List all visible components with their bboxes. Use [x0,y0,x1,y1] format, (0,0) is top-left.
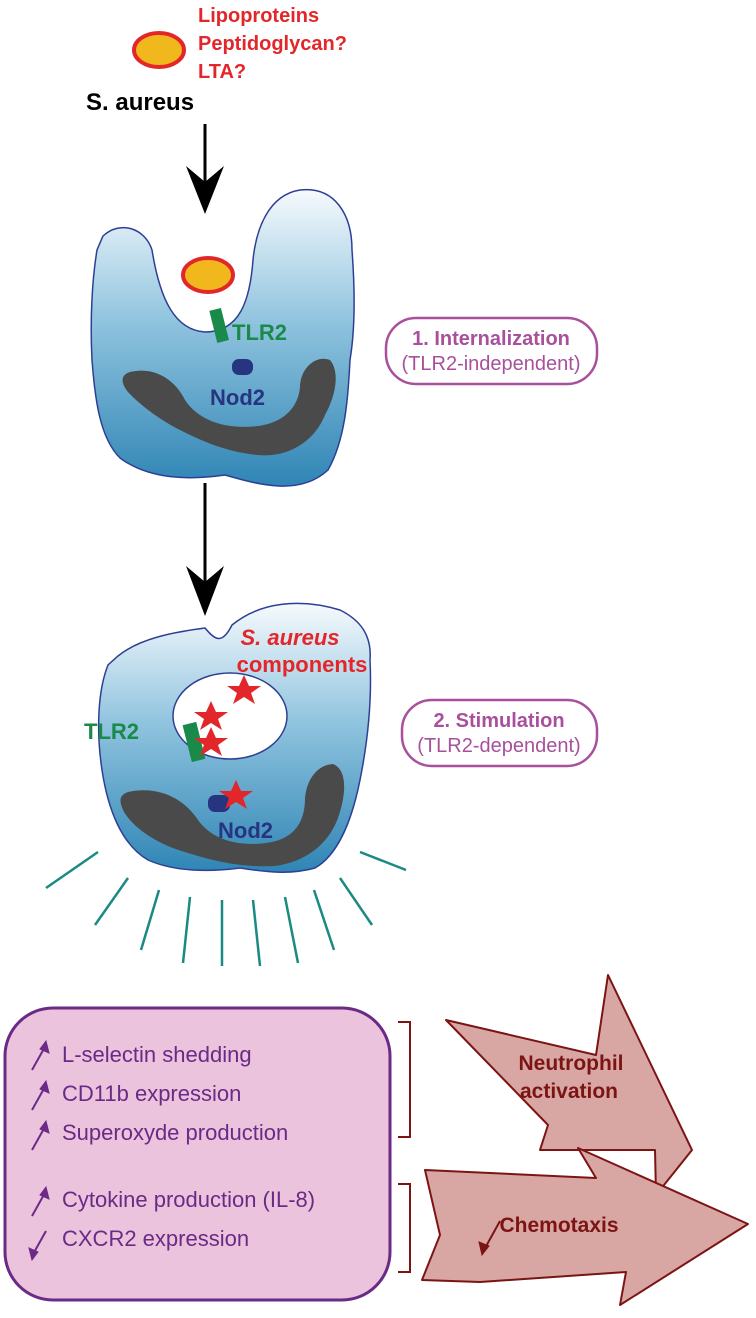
step2-title: 2. Stimulation [433,710,564,732]
activation-label-line1: Neutrophil [519,1052,624,1075]
nod2-receptor-icon [208,795,230,812]
molecule-label-lta: LTA? [198,61,246,83]
step1-box [384,316,599,386]
activation-label-line2: activation [520,1080,618,1103]
step2-subtitle: (TLR2-dependent) [417,735,580,757]
phagosome [172,672,288,760]
up-arrow-icon [31,1079,50,1111]
effects-list: L-selectin shedding CD11b expression Sup… [28,1039,315,1262]
step2-box [400,698,599,768]
chemotaxis-label: Chemotaxis [499,1214,618,1237]
tlr2-receptor-icon [209,308,229,343]
nod2-label-1: Nod2 [210,385,265,410]
step1-subtitle: (TLR2-independent) [402,353,581,375]
molecule-label-peptidoglycan: Peptidoglycan? [198,33,347,55]
molecule-label-lipoproteins: Lipoproteins [198,5,319,27]
arrow-down-icon [186,483,224,616]
tlr2-label-1: TLR2 [232,320,287,345]
activation-rays [45,850,407,967]
up-arrow-icon [31,1039,50,1071]
down-arrow-icon [28,1230,47,1262]
bacterial-component-star-icon [219,780,253,809]
nucleus-2 [120,764,345,867]
bacterial-component-star-icon [194,701,228,730]
up-arrow-icon [31,1185,50,1217]
effect-item: Superoxyde production [62,1120,288,1145]
down-arrow-icon [478,1220,501,1257]
arrow-down-icon [186,124,224,214]
chemotaxis-arrow [421,1147,749,1306]
bacterium-name: S. aureus [86,89,194,116]
effect-item: CD11b expression [62,1081,241,1106]
tlr2-label-2: TLR2 [84,719,139,744]
components-label-line1: S. aureus [240,625,339,650]
nod2-receptor-icon [232,359,253,375]
bacterium-icon [181,256,235,294]
up-arrow-icon [31,1119,50,1151]
neutrophil-effects-box [3,1006,392,1302]
step1-title: 1. Internalization [412,328,570,350]
bracket-chemotaxis [398,1183,411,1273]
effect-item: CXCR2 expression [62,1226,249,1251]
nucleus-1 [122,358,336,456]
nod2-label-2: Nod2 [218,818,273,843]
effect-item: L-selectin shedding [62,1042,252,1067]
bracket-activation [398,1021,411,1138]
bacterial-component-star-icon [227,675,261,704]
components-label-line2: components [237,652,368,677]
effect-item: Cytokine production (IL-8) [62,1187,315,1212]
bacterial-component-star-icon [194,727,228,756]
tlr2-receptor-icon [182,721,206,763]
bacterium-icon [132,31,186,69]
